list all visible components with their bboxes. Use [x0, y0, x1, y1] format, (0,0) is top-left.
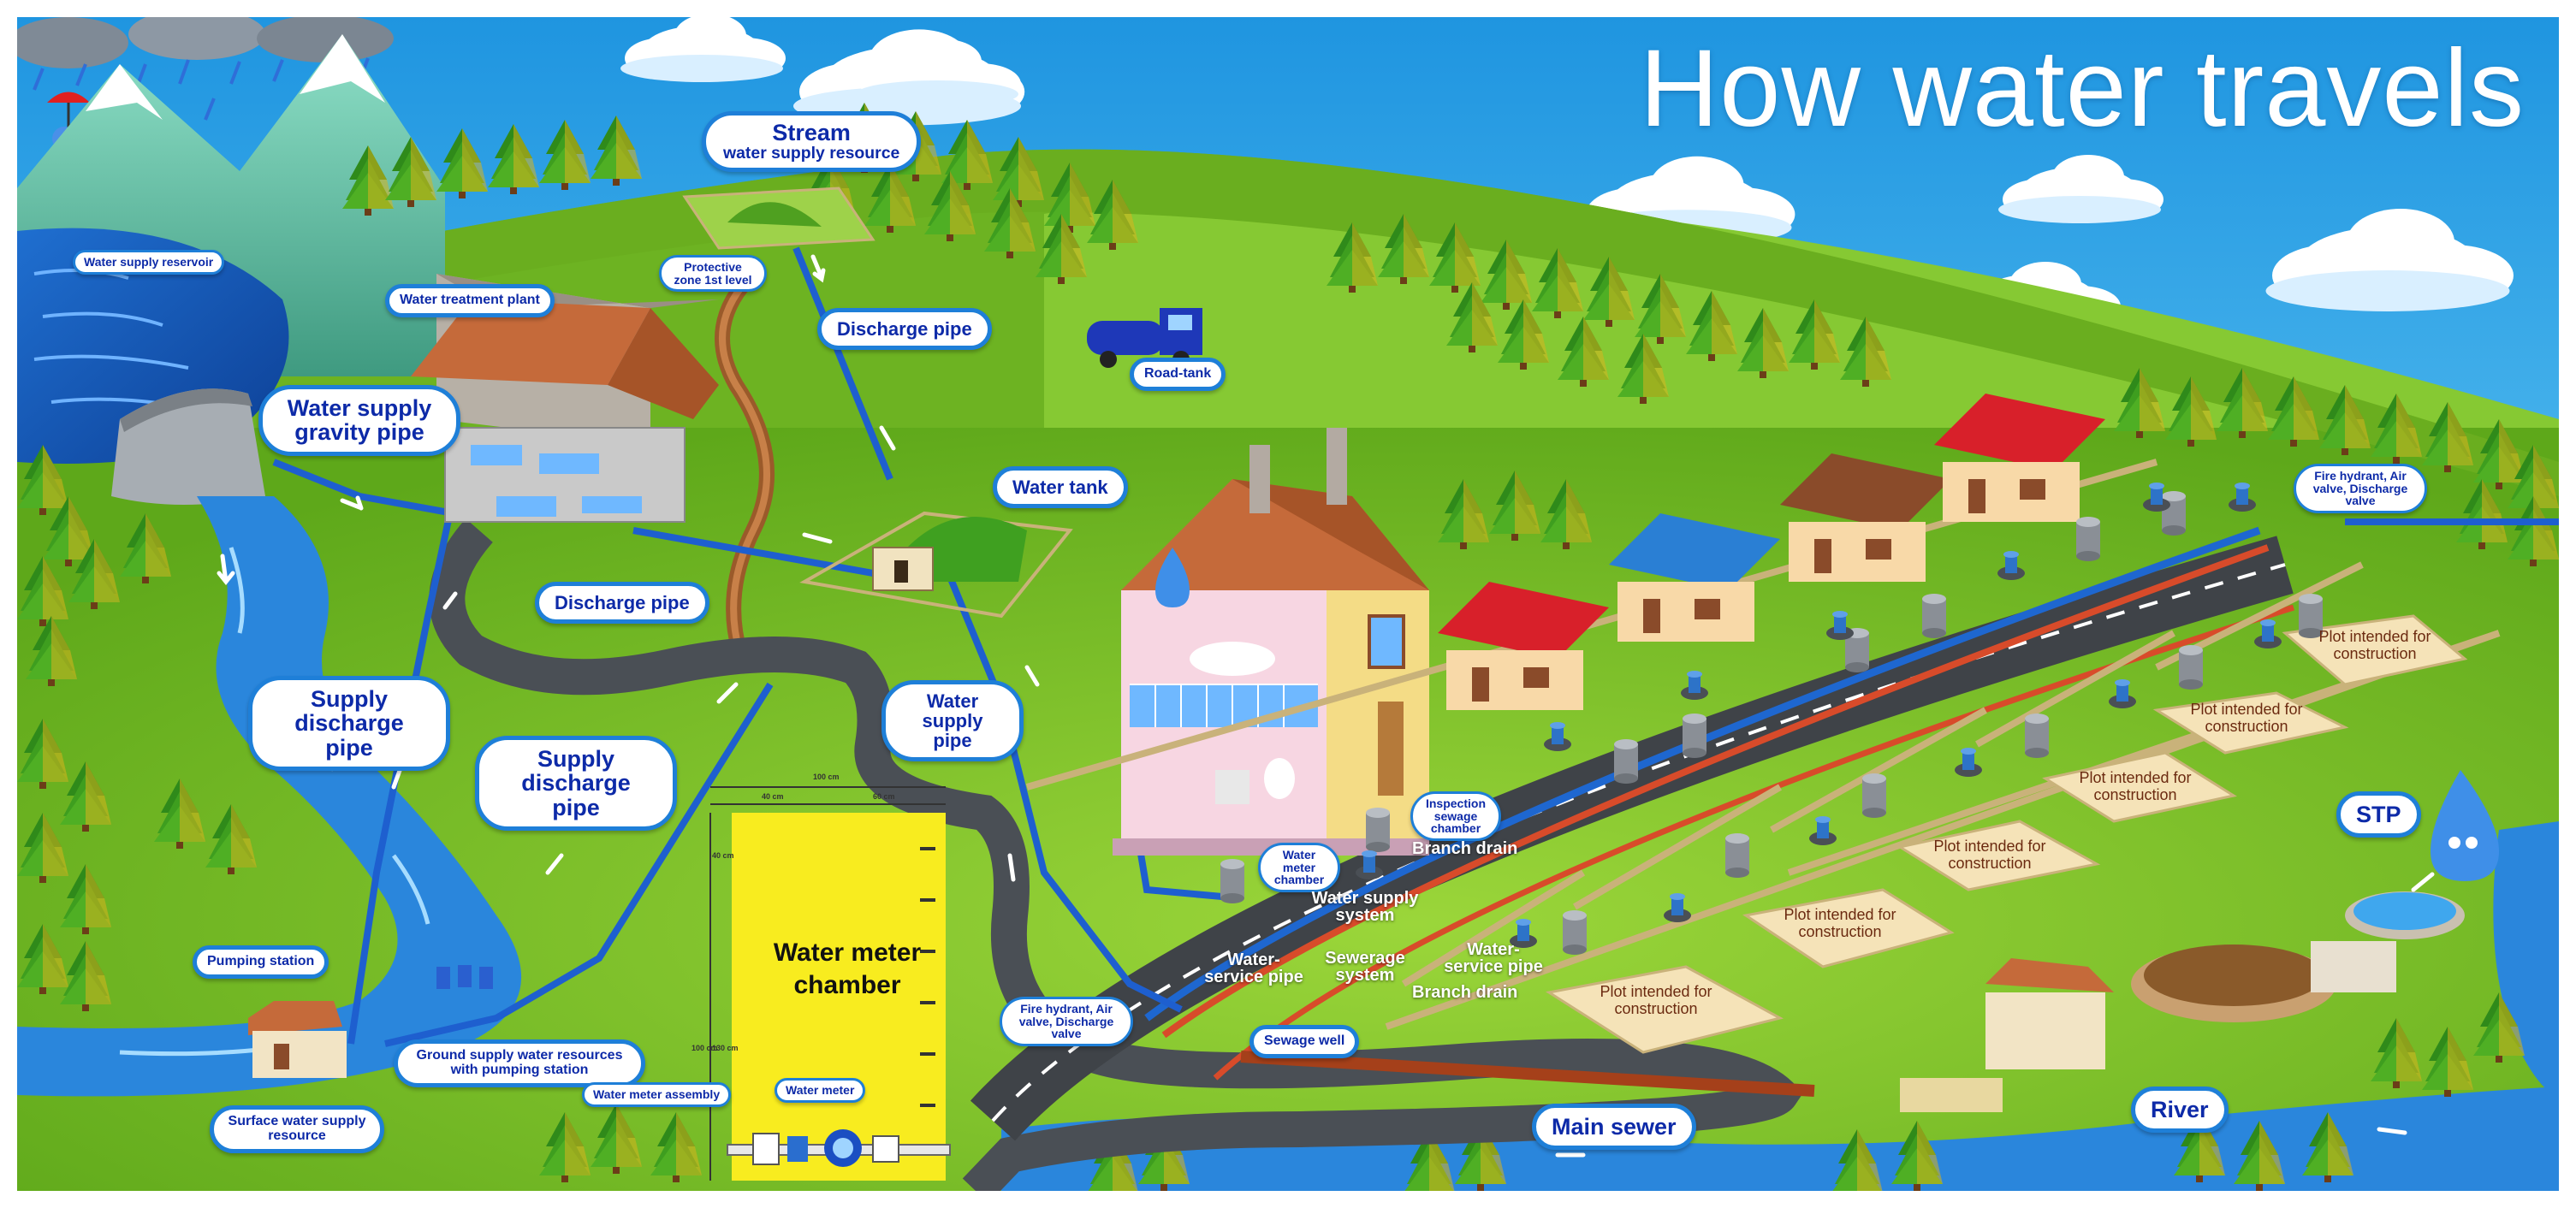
label-ground-supply: Ground supply water resources with pumpi…: [394, 1039, 645, 1087]
label-water-meter-chamber-small: Water meter chamber: [1258, 843, 1340, 893]
label-sewerage-system: Sewerage system: [1325, 949, 1405, 985]
plot-label-2: Plot intended for construction: [1784, 906, 1896, 940]
label-pumping-station: Pumping station: [193, 945, 329, 979]
label-supply-discharge-pipe-mid: Supply discharge pipe: [475, 736, 677, 832]
scene-illustration: [17, 17, 2559, 1191]
label-water-service-pipe-2: Water-service pipe: [1444, 940, 1543, 976]
dim-inner: 130 cm: [712, 1044, 739, 1052]
label-sewage-well: Sewage well: [1249, 1025, 1360, 1058]
page-title: How water travels: [1639, 27, 2525, 150]
label-water-supply-gravity-pipe: Water supply gravity pipe: [258, 385, 460, 456]
label-water-tank: Water tank: [993, 466, 1128, 509]
dim-height: 100 cm: [691, 1044, 718, 1052]
plot-label-3: Plot intended for construction: [1933, 838, 2046, 872]
label-water-supply-pipe: Water supply pipe: [881, 680, 1024, 762]
label-surface-water: Surface water supply resource: [210, 1105, 384, 1153]
label-stp: STP: [2336, 791, 2421, 838]
label-river: River: [2131, 1087, 2229, 1134]
label-branch-drain-1: Branch drain: [1412, 839, 1518, 858]
label-water-supply-system: Water supply system: [1311, 889, 1419, 925]
dim-width: 100 cm: [813, 773, 840, 781]
water-meter-chamber-title: Water meter chamber: [773, 939, 922, 999]
label-water-service-pipe-1: Water-service pipe: [1204, 950, 1303, 986]
plot-label-5: Plot intended for construction: [2190, 701, 2303, 735]
plot-label-4: Plot intended for construction: [2079, 769, 2192, 803]
dim-top: 40 cm: [712, 851, 734, 860]
label-protective-zone: Protective zone 1st level: [659, 255, 767, 293]
label-road-tank: Road-tank: [1130, 358, 1226, 391]
plot-label-6: Plot intended for construction: [2318, 628, 2431, 662]
label-water-supply-reservoir: Water supply reservoir: [73, 250, 225, 275]
label-stream: Stream water supply resource: [702, 111, 922, 172]
label-supply-discharge-pipe-left: Supply discharge pipe: [248, 676, 450, 772]
label-inspection-chamber: Inspection sewage chamber: [1410, 791, 1501, 842]
label-branch-drain-2: Branch drain: [1412, 983, 1518, 1002]
label-discharge-pipe-mid: Discharge pipe: [535, 582, 709, 625]
label-water-treatment-plant: Water treatment plant: [385, 284, 555, 317]
label-stream-title: Stream: [772, 120, 851, 145]
dim-right: 60 cm: [873, 792, 895, 801]
dim-left: 40 cm: [762, 792, 784, 801]
label-discharge-pipe-top: Discharge pipe: [817, 308, 992, 351]
label-fire-hydrant-bottom: Fire hydrant, Air valve, Discharge valve: [1000, 997, 1133, 1047]
label-water-meter: Water meter: [775, 1078, 866, 1103]
label-water-meter-assembly: Water meter assembly: [582, 1082, 732, 1107]
label-main-sewer: Main sewer: [1532, 1104, 1696, 1151]
label-fire-hydrant-top: Fire hydrant, Air valve, Discharge valve: [2294, 464, 2427, 514]
label-stream-subtitle: water supply resource: [723, 144, 900, 163]
plot-label-1: Plot intended for construction: [1600, 983, 1712, 1017]
diagram-scene: How water travels Water supply reservoir…: [17, 17, 2559, 1191]
